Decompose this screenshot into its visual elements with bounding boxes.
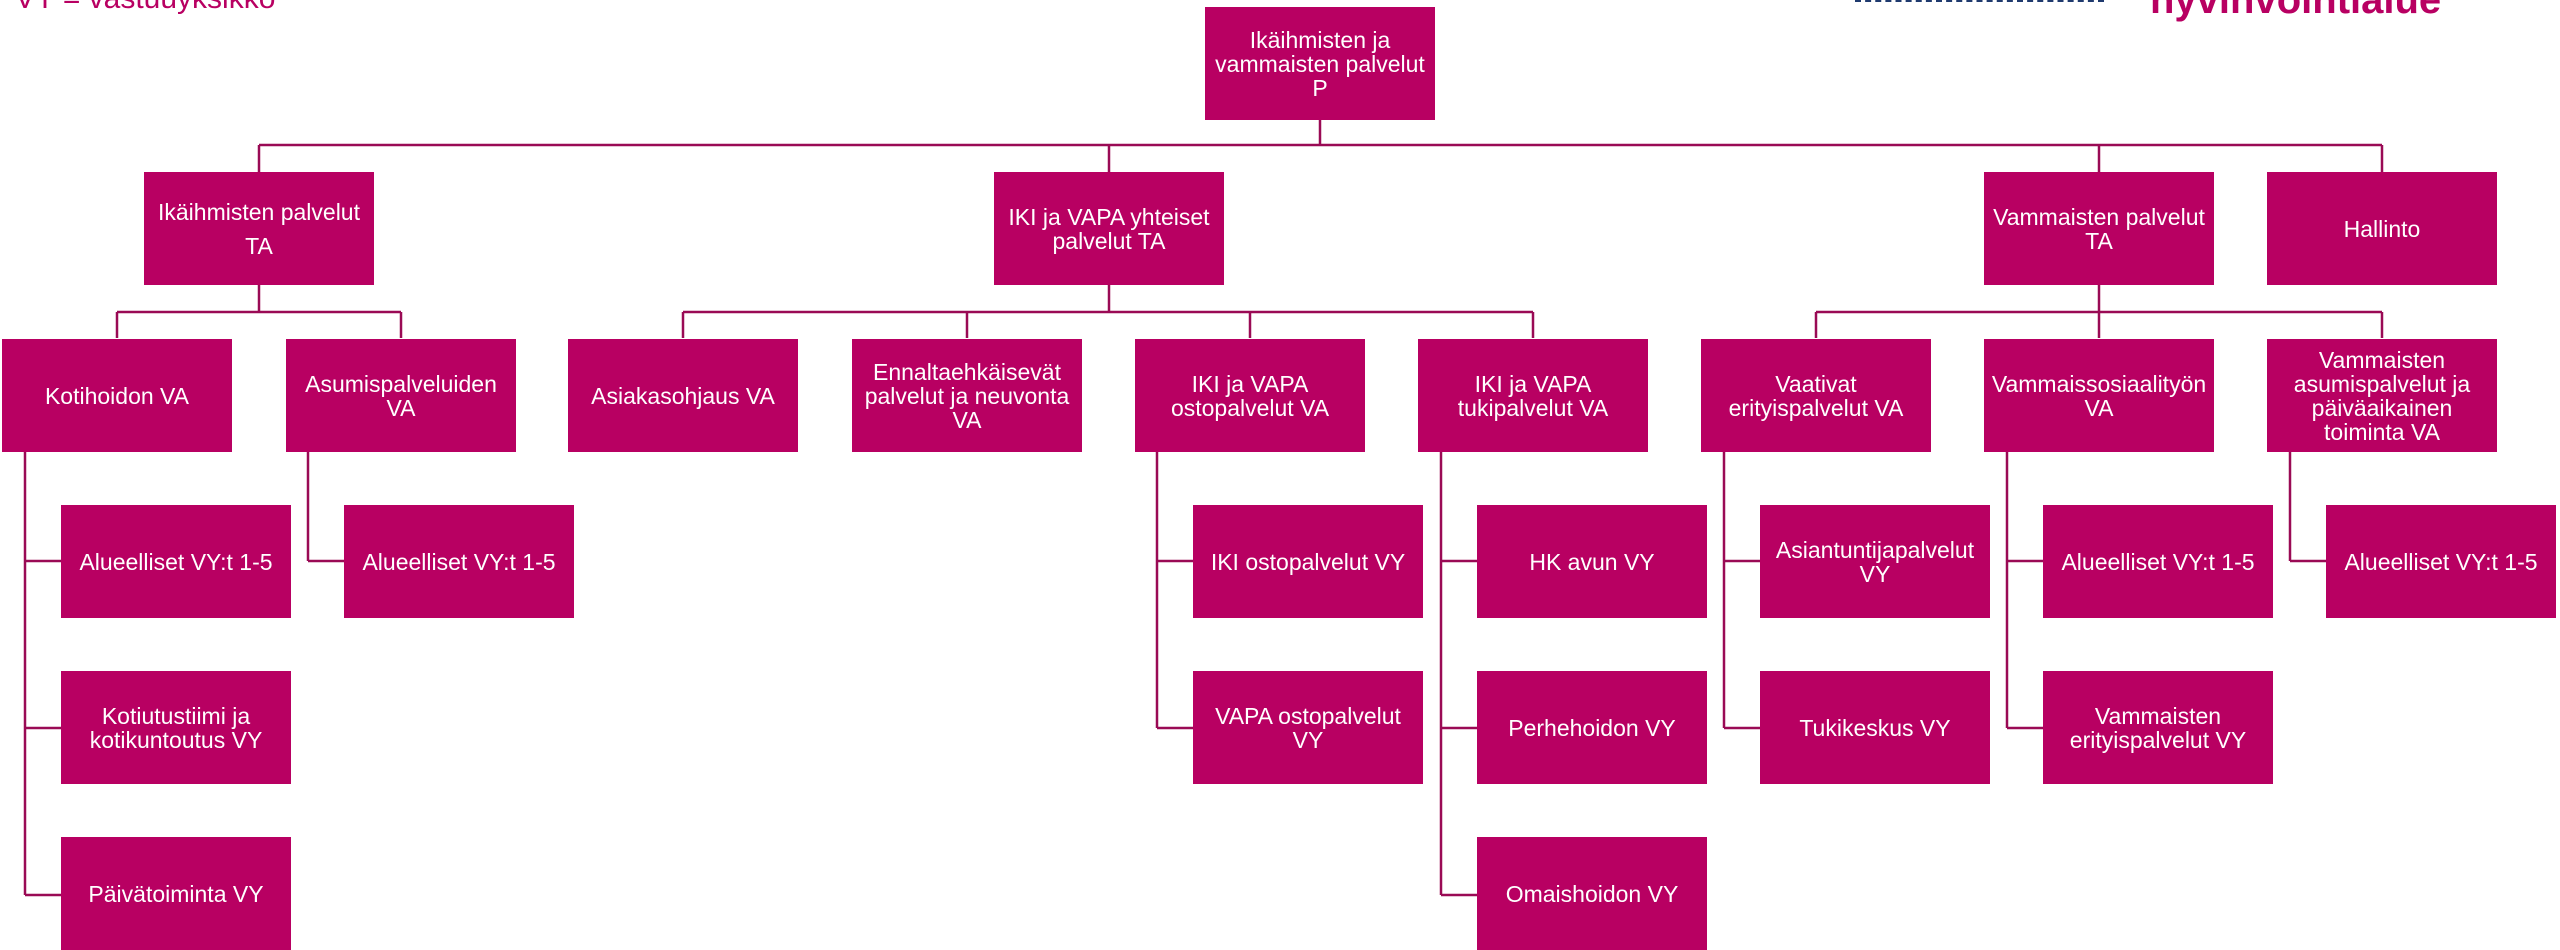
org-box-label: Alueelliset VY:t 1-5 bbox=[2344, 548, 2538, 575]
org-box-label: Asiantuntijapalvelut VY bbox=[1775, 536, 1975, 587]
org-box-label: HK avun VY bbox=[1529, 548, 1655, 575]
org-box-label: Vammaisten palvelut TA bbox=[1993, 203, 2205, 254]
org-box-iki-ostopalvelut: IKI ostopalvelut VY bbox=[1193, 505, 1423, 618]
org-box-label: Päivätoiminta VY bbox=[88, 880, 264, 907]
org-box-label: Alueelliset VY:t 1-5 bbox=[79, 548, 273, 575]
org-box-vammaissos-alueelliset: Alueelliset VY:t 1-5 bbox=[2043, 505, 2273, 618]
org-box-hk-avun: HK avun VY bbox=[1477, 505, 1707, 618]
org-box-vammaissosiaalityo: Vammaissosiaalityön VA bbox=[1984, 339, 2214, 452]
org-box-label: Asumispalveluiden VA bbox=[305, 370, 497, 421]
org-box-label: Vaativat erityispalvelut VA bbox=[1728, 370, 1904, 421]
org-box-paivatoiminta: Päivätoiminta VY bbox=[61, 837, 291, 950]
org-box-label: Alueelliset VY:t 1-5 bbox=[362, 548, 556, 575]
org-box-label: IKI ostopalvelut VY bbox=[1210, 548, 1406, 575]
org-box-kotihoito: Kotihoidon VA bbox=[2, 339, 232, 452]
org-box-vammaisten-asumispalvelut: Vammaisten asumispalvelut ja päiväaikain… bbox=[2267, 339, 2497, 452]
org-box-label: IKI ja VAPA ostopalvelut VA bbox=[1170, 370, 1330, 421]
org-box-label: Kotiutustiimi ja kotikuntoutus VY bbox=[89, 702, 263, 753]
logo-frame bbox=[1855, 0, 2104, 2]
org-box-label: Vammaisten asumispalvelut ja päiväaikain… bbox=[2293, 346, 2471, 445]
legend-text: VY = vastuuyksikkö bbox=[15, 0, 275, 16]
org-box-yhteiset-palvelut: IKI ja VAPA yhteiset palvelut TA bbox=[994, 172, 1224, 285]
org-box-label: Tukikeskus VY bbox=[1799, 714, 1951, 741]
org-box-vammaisten-palvelut: Vammaisten palvelut TA bbox=[1984, 172, 2214, 285]
org-box-label: Ikäihmisten palvelut bbox=[158, 198, 360, 225]
org-box-ikaihmisten-palvelut: Ikäihmisten palvelut TA bbox=[144, 172, 374, 285]
org-box-label: Ennaltaehkäisevät palvelut ja neuvonta V… bbox=[864, 358, 1070, 433]
org-box-kotihoito-alueelliset: Alueelliset VY:t 1-5 bbox=[61, 505, 291, 618]
org-box-perhehoito: Perhehoidon VY bbox=[1477, 671, 1707, 784]
org-box-root: Ikäihmisten ja vammaisten palvelut P bbox=[1205, 7, 1435, 120]
org-box-label: Alueelliset VY:t 1-5 bbox=[2061, 548, 2255, 575]
org-box-asumispalvelut: Asumispalveluiden VA bbox=[286, 339, 516, 452]
org-box-omaishoito: Omaishoidon VY bbox=[1477, 837, 1707, 950]
org-box-hallinto: Hallinto bbox=[2267, 172, 2497, 285]
org-box-label: Hallinto bbox=[2343, 215, 2421, 242]
org-box-label: Vammaissosiaalityön VA bbox=[1991, 370, 2207, 421]
org-box-tukikeskus: Tukikeskus VY bbox=[1760, 671, 1990, 784]
org-box-ostopalvelut: IKI ja VAPA ostopalvelut VA bbox=[1135, 339, 1365, 452]
org-box-label: Perhehoidon VY bbox=[1508, 714, 1676, 741]
org-box-label: Kotihoidon VA bbox=[44, 382, 190, 409]
org-box-label: Asiakasohjaus VA bbox=[591, 382, 775, 409]
org-box-asiakasohjaus: Asiakasohjaus VA bbox=[568, 339, 798, 452]
org-box-asiantuntijapalvelut: Asiantuntijapalvelut VY bbox=[1760, 505, 1990, 618]
org-box-ennaltaehkaisevat: Ennaltaehkäisevät palvelut ja neuvonta V… bbox=[852, 339, 1082, 452]
org-box-vapa-ostopalvelut: VAPA ostopalvelut VY bbox=[1193, 671, 1423, 784]
org-box-vammasum-alueelliset: Alueelliset VY:t 1-5 bbox=[2326, 505, 2556, 618]
org-box-label: Omaishoidon VY bbox=[1505, 880, 1679, 907]
org-box-label: IKI ja VAPA tukipalvelut VA bbox=[1457, 370, 1609, 421]
org-box-label: Vammaisten erityispalvelut VY bbox=[2069, 702, 2247, 753]
org-box-label: VAPA ostopalvelut VY bbox=[1215, 702, 1401, 753]
org-box-label: IKI ja VAPA yhteiset palvelut TA bbox=[1008, 203, 1210, 254]
org-box-code: TA bbox=[245, 232, 273, 259]
org-box-kotiutustiimi: Kotiutustiimi ja kotikuntoutus VY bbox=[61, 671, 291, 784]
org-box-asumis-alueelliset: Alueelliset VY:t 1-5 bbox=[344, 505, 574, 618]
org-box-vaativat-erityispalvelut: Vaativat erityispalvelut VA bbox=[1701, 339, 1931, 452]
logo-text: hyvinvointialue bbox=[2150, 0, 2442, 22]
org-box-tukipalvelut: IKI ja VAPA tukipalvelut VA bbox=[1418, 339, 1648, 452]
org-box-vammaisten-erityispalvelut: Vammaisten erityispalvelut VY bbox=[2043, 671, 2273, 784]
org-box-label: Ikäihmisten ja vammaisten palvelut P bbox=[1215, 26, 1425, 101]
